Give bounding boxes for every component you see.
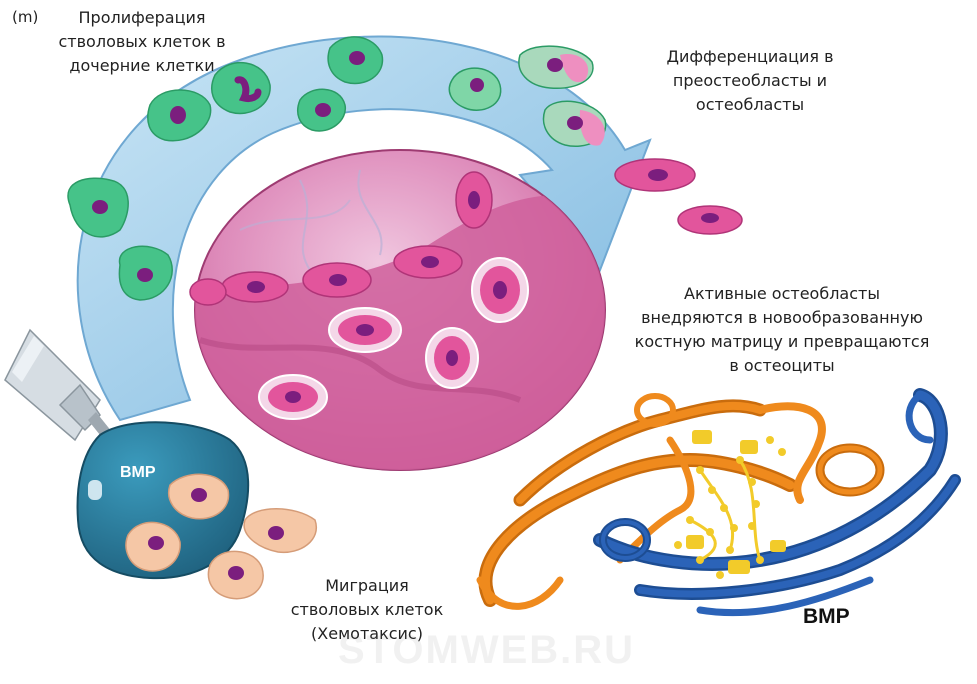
migration-label: Миграция стволовых клеток (Хемотаксис)	[282, 574, 452, 646]
proliferation-label: Пролиферация стволовых клеток в дочерние…	[42, 6, 242, 78]
differentiation-line-3: остеобласты	[695, 95, 805, 114]
active-line-4: в остеоциты	[729, 356, 835, 375]
bmp-protein-ribbon-icon	[476, 388, 961, 617]
bmp-blob-label: BMP	[120, 464, 156, 481]
differentiation-line-2: преостеобласты и	[672, 71, 828, 90]
differentiating-cells	[448, 45, 743, 235]
bmp-protein-label: BMP	[803, 605, 850, 628]
migration-line-3: (Хемотаксис)	[311, 624, 423, 643]
active-line-1: Активные остеобласты	[684, 284, 880, 303]
migration-line-1: Миграция	[325, 576, 409, 595]
proliferation-line-2: стволовых клеток в	[58, 32, 226, 51]
migration-line-2: стволовых клеток	[290, 600, 444, 619]
panel-letter: (m)	[12, 8, 39, 26]
differentiation-label: Дифференциация в преостеобласты и остеоб…	[650, 45, 850, 117]
embedded-osteocytes	[258, 257, 529, 420]
watermark: STOMWEB.RU	[338, 628, 636, 672]
stem-cells	[67, 36, 384, 301]
migrating-stem-cells	[125, 473, 318, 600]
differentiation-line-1: Дифференциация в	[666, 47, 834, 66]
active-line-3: костную матрицу и превращаются	[634, 332, 930, 351]
proliferation-line-1: Пролиферация	[78, 8, 206, 27]
active-line-2: внедряются в новообразованную	[641, 308, 923, 327]
active-osteoblasts-label: Активные остеобласты внедряются в новооб…	[612, 282, 952, 378]
proliferation-line-3: дочерние клетки	[69, 56, 215, 75]
bone-tissue-section	[189, 149, 606, 471]
cycle-arrow	[76, 35, 652, 422]
lining-osteoblasts	[189, 171, 493, 306]
